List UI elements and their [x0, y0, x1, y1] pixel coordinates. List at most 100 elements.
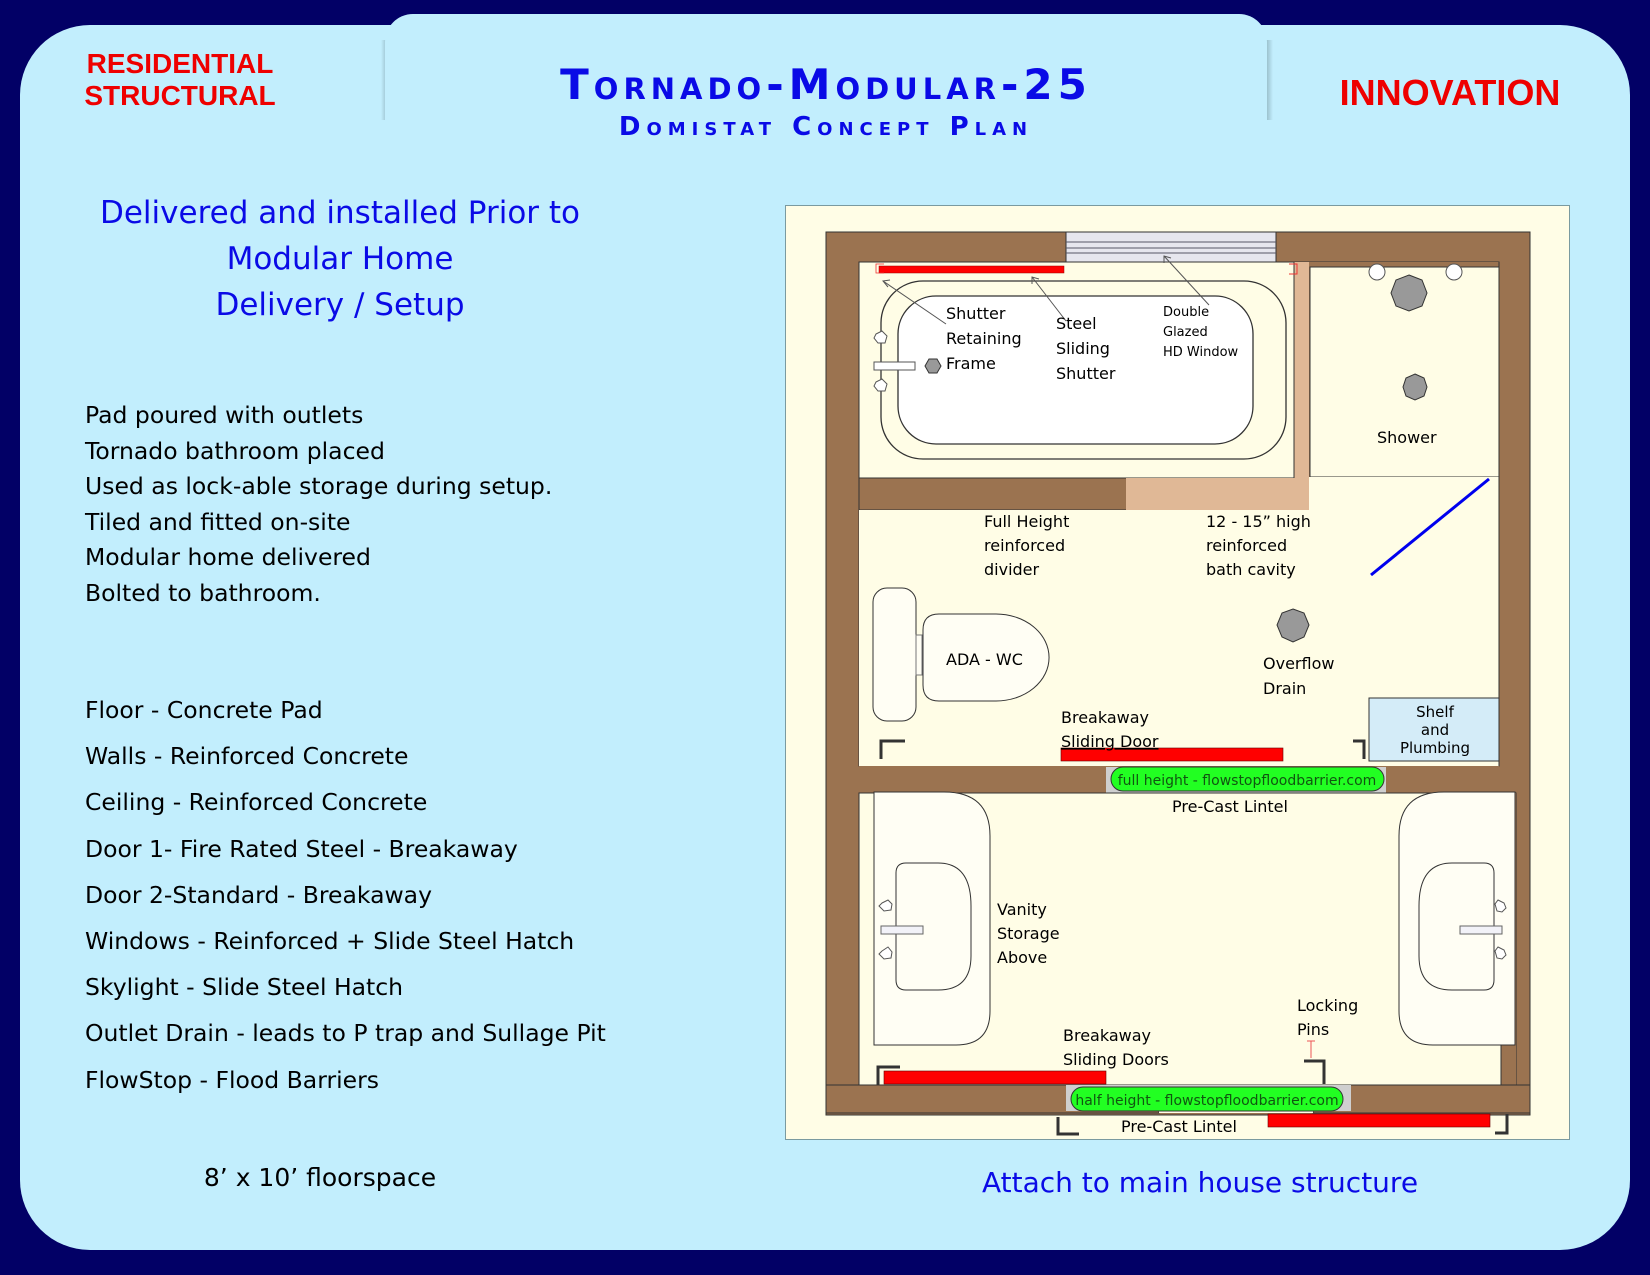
- locking-pin-bracket: [1304, 1059, 1326, 1084]
- steel-sliding-shutter: [878, 265, 1065, 274]
- plan-labels: Shutter Retaining Frame Steel Sliding Sh…: [946, 304, 1470, 1136]
- leader-line: [1031, 276, 1067, 322]
- spec-item: Windows - Reinforced + Slide Steel Hatch: [85, 927, 575, 956]
- spec-item: Walls - Reinforced Concrete: [85, 742, 409, 771]
- door2-label: Sliding Doors: [1063, 1050, 1169, 1069]
- leader-line: [1163, 255, 1210, 306]
- innovation-label: INNOVATION: [1339, 72, 1561, 113]
- step-item: Used as lock-able storage during setup.: [85, 472, 553, 501]
- overflow-drain-label: Overflow: [1263, 654, 1334, 673]
- full-height-flood-barrier: [1110, 766, 1385, 792]
- divider-label: reinforced: [984, 536, 1065, 555]
- lintel-label: Pre-Cast Lintel: [1172, 797, 1288, 816]
- shutter-frame-bracket: [1289, 263, 1298, 275]
- sink-tap-icon: [1494, 899, 1507, 913]
- door2-label: Breakaway: [1063, 1026, 1151, 1045]
- step-item: Modular home delivered: [85, 543, 371, 572]
- sink-tap-icon: [1494, 946, 1507, 960]
- bath-cavity-label: 12 - 15” high: [1206, 512, 1311, 531]
- double-glazed-window: [1065, 231, 1277, 263]
- overflow-drain-label: Drain: [1263, 679, 1306, 698]
- wc-tank: [872, 587, 917, 722]
- shutter-frame-label: Shutter: [946, 304, 1006, 323]
- tub-faucet: [873, 361, 916, 371]
- door-stop-bracket: [1353, 739, 1366, 759]
- attach-note: Attach to main house structure: [981, 1166, 1419, 1199]
- shelf-label: Shelf: [1416, 703, 1454, 721]
- breakaway-sliding-door-3: [1267, 1113, 1491, 1128]
- tub-tap-icon: [873, 378, 888, 392]
- breakaway-sliding-door-1: [1060, 747, 1284, 762]
- intro-line: Modular Home: [226, 241, 454, 277]
- floor-plan-drawing: Shutter Retaining Frame Steel Sliding Sh…: [825, 231, 1531, 1136]
- arrow-head-icon: [882, 279, 891, 288]
- leader-line: [882, 280, 947, 325]
- door1-label: Sliding Door: [1061, 732, 1159, 751]
- shelf-label: and: [1421, 721, 1449, 739]
- shelf-and-plumbing: [1368, 697, 1500, 762]
- step-item: Tornado bathroom placed: [85, 436, 385, 465]
- spec-item: Skylight - Slide Steel Hatch: [85, 973, 404, 1002]
- bath-cavity-ledge: [1126, 478, 1309, 510]
- intro-line: Delivery / Setup: [215, 287, 465, 323]
- locking-pins-label: Pins: [1297, 1020, 1329, 1039]
- bath-cavity-label: reinforced: [1206, 536, 1287, 555]
- divider-label: Full Height: [984, 512, 1069, 531]
- bath-cavity-label: bath cavity: [1206, 560, 1296, 579]
- door-stop-bracket: [1495, 1114, 1509, 1135]
- vanity-label: Vanity: [997, 900, 1047, 919]
- arrow-head-icon: [1031, 276, 1040, 284]
- residential-structural-label: RESIDENTIAL STRUCTURAL: [60, 48, 300, 112]
- overflow-drain-icon: [1276, 608, 1310, 643]
- corner-left-line: STRUCTURAL: [84, 80, 276, 111]
- wc-label: ADA - WC: [946, 650, 1023, 669]
- shutter-frame-label: Retaining: [946, 329, 1022, 348]
- shower-entry: [1309, 477, 1499, 511]
- step-item: Pad poured with outlets: [85, 401, 364, 429]
- installation-steps: Pad poured with outlets Tornado bathroom…: [85, 398, 552, 612]
- floorspace-note: 8’ x 10’ floorspace: [203, 1163, 437, 1192]
- tub-drain-icon: [924, 358, 942, 374]
- sink-right: [1418, 862, 1495, 991]
- spec-item: Outlet Drain - leads to P trap and Sulla…: [85, 1019, 606, 1048]
- tub-tap-icon: [873, 330, 888, 344]
- door-stop-bracket: [876, 1065, 900, 1085]
- locking-pins-label: Locking: [1297, 996, 1358, 1015]
- intro-line: Delivered and installed Prior to: [99, 195, 580, 231]
- sink-tap-icon: [878, 946, 893, 960]
- shower-valve-icon: [1368, 263, 1386, 281]
- shower-label: Shower: [1377, 428, 1437, 447]
- half-height-barrier-label: half height - flowstopfloodbarrier.com: [1075, 1093, 1338, 1109]
- door-stop-bracket: [879, 739, 905, 759]
- window-label: HD Window: [1163, 345, 1239, 360]
- spec-item: Door 2-Standard - Breakaway: [85, 880, 432, 909]
- page-subtitle: Domistat Concept Plan: [618, 112, 1034, 142]
- sink-faucet-right: [1459, 925, 1503, 935]
- shower-valve-icon: [1445, 263, 1463, 281]
- steel-shutter-label: Sliding: [1056, 339, 1110, 358]
- divider-label: divider: [984, 560, 1040, 579]
- breakaway-sliding-door-2: [883, 1070, 1107, 1085]
- spec-item: Ceiling - Reinforced Concrete: [85, 788, 428, 817]
- floor-plan: Shutter Retaining Frame Steel Sliding Sh…: [785, 205, 1570, 1140]
- window-label: Glazed: [1163, 325, 1208, 340]
- shower-drain-icon: [1402, 373, 1428, 401]
- window-label: Double: [1163, 305, 1209, 320]
- wc-hinge: [915, 634, 923, 676]
- spec-item: Door 1- Fire Rated Steel - Breakaway: [85, 834, 518, 863]
- door-stop-bracket: [1056, 1117, 1079, 1136]
- title-tab-shadow: [381, 40, 387, 120]
- steel-shutter-label: Shutter: [1056, 364, 1116, 383]
- shower-door: [1370, 477, 1490, 577]
- page-title: Tornado-Modular-25: [560, 60, 1092, 109]
- vanity-label: Above: [997, 948, 1047, 967]
- corner-left-line: RESIDENTIAL: [86, 48, 274, 79]
- door1-label: Breakaway: [1061, 708, 1149, 727]
- shelf-label: Plumbing: [1400, 739, 1470, 757]
- intro-heading: Delivered and installed Prior to Modular…: [60, 190, 620, 328]
- shower-head-icon: [1390, 274, 1428, 312]
- lintel-label: Pre-Cast Lintel: [1121, 1117, 1237, 1136]
- sink-faucet-left: [880, 925, 924, 935]
- spec-item: FlowStop - Flood Barriers: [85, 1065, 380, 1094]
- spec-list: Floor - Concrete Pad Walls - Reinforced …: [85, 687, 606, 1103]
